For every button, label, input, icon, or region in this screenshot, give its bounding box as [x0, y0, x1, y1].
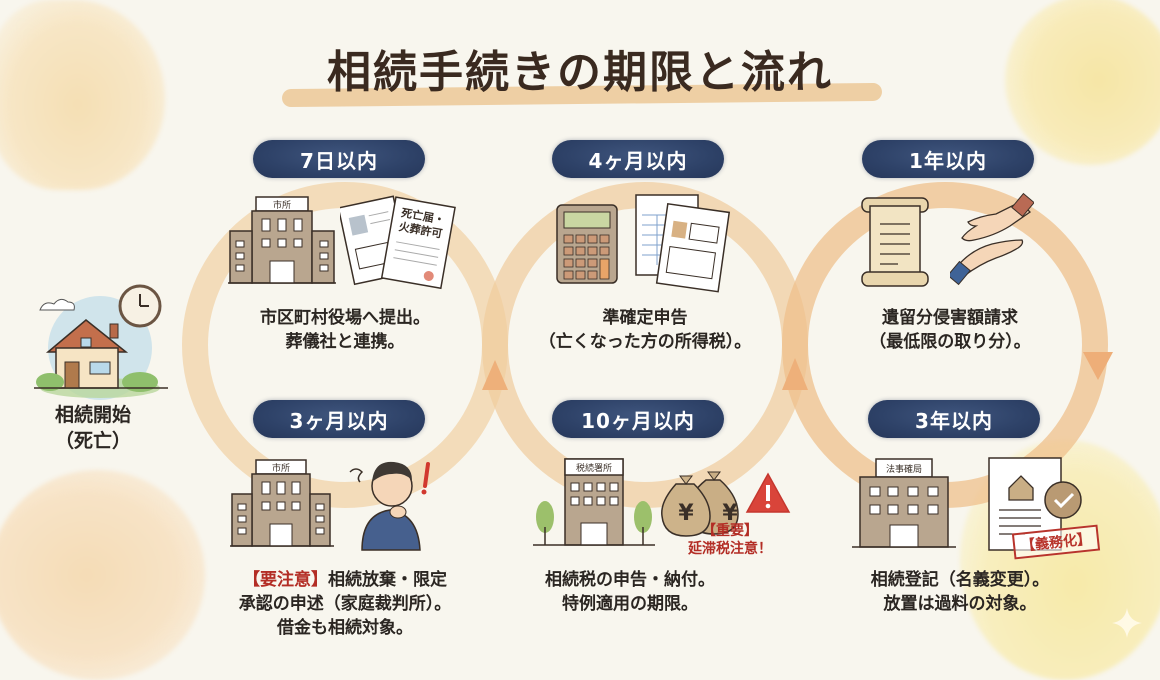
- money-bag-yen-icon: ¥ ¥: [661, 471, 739, 537]
- check-badge-icon: [1044, 481, 1082, 519]
- watercolor-blob: [0, 470, 205, 680]
- handover-hands-icon: [950, 192, 1034, 286]
- desc-line: 準確定申告: [602, 308, 688, 328]
- start-label-line2: （死亡）: [54, 430, 131, 452]
- title-block: 相続手続きの期限と流れ: [270, 36, 890, 108]
- arrow-down-icon: [1083, 352, 1113, 380]
- watercolor-blob: [1005, 0, 1160, 165]
- scroll-icon: [861, 197, 929, 287]
- tax-form-icon: [635, 194, 731, 293]
- deadline-badge-3months: 3ヶ月以内: [253, 400, 425, 438]
- deadline-badge-4months: 4ヶ月以内: [552, 140, 724, 178]
- sparkle-icon: [1112, 608, 1142, 638]
- svg-text:市所: 市所: [272, 462, 290, 474]
- start-label: 相続開始 （死亡）: [28, 402, 158, 454]
- step-description: 相続税の申告・納付。 特例適用の期限。: [500, 568, 760, 616]
- start-label-line1: 相続開始: [54, 404, 131, 426]
- house-icon: [34, 284, 168, 400]
- arrow-up-icon: [782, 358, 808, 390]
- tax-office-icon: 税続署所: [533, 458, 655, 546]
- warning-triangle-icon: [745, 472, 791, 513]
- page-title: 相続手続きの期限と流れ: [327, 47, 833, 98]
- worried-person-icon: [349, 461, 430, 551]
- step-description: 準確定申告 （亡くなった方の所得税）。: [500, 306, 790, 354]
- document-icon: 死亡届・ 火葬許可: [340, 195, 456, 290]
- legal-affairs-bureau-icon: 法事確局: [852, 458, 956, 548]
- desc-line: 【要注意】相続放棄・限定: [195, 568, 495, 592]
- desc-line: 承認の申述（家庭裁判所）。: [238, 594, 452, 614]
- desc-line: 遺留分侵害額請求: [882, 308, 1018, 328]
- deadline-badge-3years: 3年以内: [868, 400, 1040, 438]
- deadline-badge-1year: 1年以内: [862, 140, 1034, 178]
- calculator-icon: [556, 204, 618, 284]
- city-hall-icon: 市所: [228, 196, 336, 284]
- desc-line: 市区町村役場へ提出。: [260, 308, 430, 328]
- desc-line: 借金も相続対象。: [277, 618, 413, 638]
- svg-text:¥: ¥: [722, 501, 738, 526]
- desc-line: （最低限の取り分）。: [869, 332, 1031, 352]
- city-hall-icon: 市所: [230, 459, 334, 547]
- warning-tag: 【要注意】: [243, 570, 328, 590]
- svg-text:税続署所: 税続署所: [576, 462, 612, 474]
- watercolor-blob: [0, 0, 165, 190]
- alert-line: 延滞税注意！: [688, 541, 772, 557]
- step-description: 市区町村役場へ提出。 葬儀社と連携。: [205, 306, 485, 354]
- desc-line: 葬儀社と連携。: [285, 332, 405, 352]
- step-description: 遺留分侵害額請求 （最低限の取り分）。: [810, 306, 1090, 354]
- svg-text:法事確局: 法事確局: [886, 463, 922, 475]
- svg-text:¥: ¥: [678, 501, 694, 526]
- svg-text:市所: 市所: [273, 199, 291, 211]
- desc-line-rest: 相続放棄・限定: [328, 570, 447, 590]
- desc-line: 放置は過料の対象。: [883, 594, 1037, 614]
- step-description: 【要注意】相続放棄・限定 承認の申述（家庭裁判所）。 借金も相続対象。: [195, 568, 495, 640]
- deadline-badge-10months: 10ヶ月以内: [552, 400, 724, 438]
- late-tax-warning: 【重要】 延滞税注意！: [660, 522, 800, 558]
- alert-line: 【重要】: [702, 523, 758, 539]
- desc-line: 特例適用の期限。: [562, 594, 698, 614]
- arrow-up-icon: [482, 360, 508, 390]
- desc-line: 相続登記（名義変更）。: [870, 570, 1050, 590]
- desc-line: 相続税の申告・納付。: [545, 570, 715, 590]
- step-description: 相続登記（名義変更）。 放置は過料の対象。: [810, 568, 1110, 616]
- deadline-badge-7days: 7日以内: [253, 140, 425, 178]
- desc-line: （亡くなった方の所得税）。: [538, 332, 752, 352]
